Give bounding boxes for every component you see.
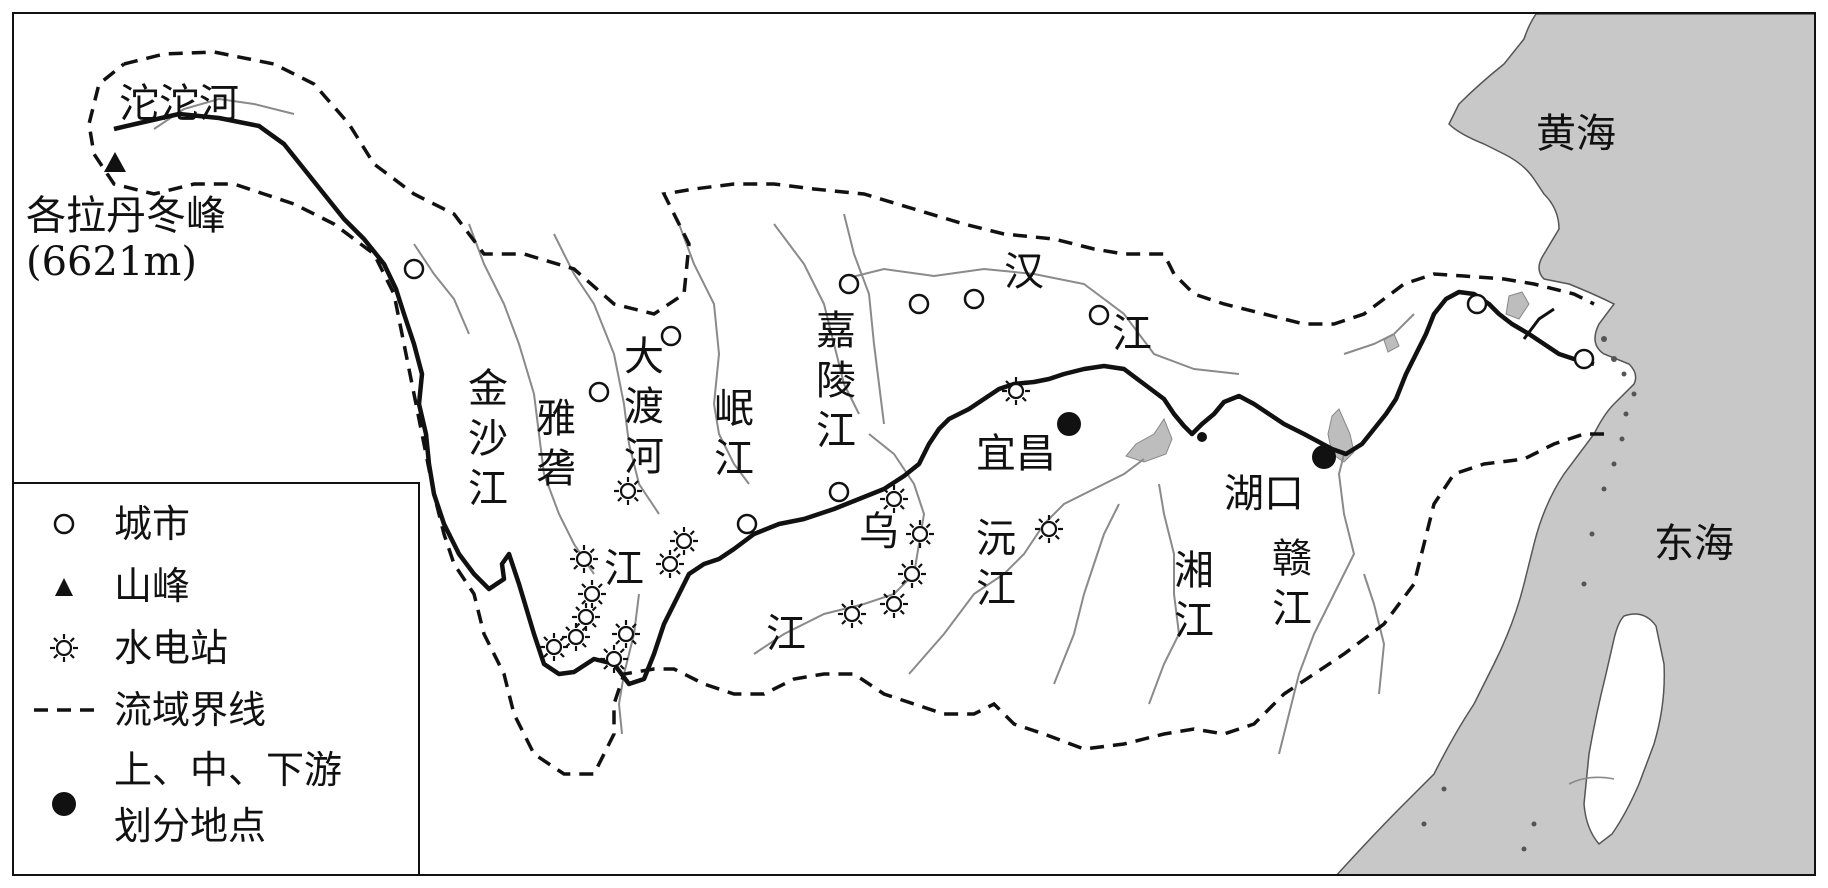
- map-frame: 沱沱河 各拉丹冬峰 (6621m) 金沙江 雅砻 江 大渡河 岷江 嘉陵江 汉 …: [12, 12, 1816, 876]
- legend-label-line1: 上、中、下游: [114, 748, 343, 792]
- city-marker: [1466, 293, 1488, 315]
- label-yuan-river: 沅江: [976, 516, 1016, 612]
- yangtze-mainstream: [113, 111, 1595, 687]
- label-han-river-han: 汉: [1004, 249, 1044, 295]
- label-east-sea: 东海: [1654, 521, 1734, 567]
- city-marker: [660, 325, 682, 347]
- label-source-peak-name: 各拉丹冬峰: [26, 193, 226, 239]
- label-yalong-river-jiang: 江: [604, 546, 644, 592]
- legend-label: 水电站: [114, 626, 229, 670]
- dashed-line-icon: [34, 708, 100, 712]
- legend: 城市 山峰 水电站 流域界线 上、中、下游 划分地点: [14, 482, 420, 874]
- yalong-river: [468, 223, 595, 575]
- division-point-hukou: [1312, 445, 1336, 469]
- dadu-river: [553, 233, 660, 515]
- filled-dot-icon: [52, 792, 76, 816]
- basin-boundary: [87, 50, 1604, 776]
- map-canvas: [87, 14, 1814, 874]
- label-min-river: 岷江: [714, 386, 754, 482]
- label-jialing-river: 嘉陵江: [816, 308, 856, 454]
- label-wu-river-jiang: 江: [766, 611, 806, 657]
- city-marker: [1573, 348, 1595, 370]
- label-hukou: 湖口: [1224, 471, 1304, 517]
- legend-label: 山峰: [114, 564, 191, 608]
- city-marker: [736, 513, 758, 535]
- triangle-icon: [55, 578, 73, 596]
- label-jinsha-river: 金沙江: [468, 366, 508, 512]
- label-tuotuo-river: 沱沱河: [119, 81, 239, 127]
- city-marker: [403, 258, 425, 280]
- legend-item-city: 城市: [14, 498, 414, 550]
- legend-item-boundary: 流域界线: [14, 684, 414, 736]
- legend-label: 流域界线: [114, 688, 267, 732]
- label-yichang: 宜昌: [976, 431, 1056, 477]
- label-wu-river-wu: 乌: [859, 509, 899, 555]
- city-marker: [838, 273, 860, 295]
- yuan-river: [908, 458, 1145, 675]
- hydropower-icon: [48, 632, 80, 664]
- jialing-river: [843, 213, 885, 425]
- min-river: [678, 223, 750, 485]
- legend-label-line2: 划分地点: [114, 804, 267, 848]
- label-dadu-river: 大渡河: [624, 334, 664, 480]
- label-han-river-jiang: 江: [1112, 311, 1152, 357]
- label-yalong-river: 雅砻: [536, 396, 576, 492]
- city-marker: [828, 481, 850, 503]
- legend-item-peak: 山峰: [14, 560, 414, 612]
- label-gan-river: 赣江: [1272, 536, 1312, 632]
- taihu-lake: [1505, 291, 1530, 320]
- city-marker: [963, 288, 985, 310]
- xiang-river: [1148, 483, 1181, 705]
- gan-river: [1278, 453, 1356, 755]
- legend-item-division-point: 上、中、下游 划分地点: [14, 746, 414, 866]
- legend-label: 城市: [114, 502, 191, 546]
- legend-item-hydropower: 水电站: [14, 622, 414, 674]
- circle-icon: [53, 513, 75, 535]
- label-xiang-river: 湘江: [1174, 548, 1214, 644]
- city-marker: [588, 381, 610, 403]
- taiwan-island: [1583, 613, 1666, 846]
- city-marker: [908, 293, 930, 315]
- city-marker: [1088, 304, 1110, 326]
- division-point-yichang: [1057, 412, 1081, 436]
- sea-area: [1336, 14, 1814, 874]
- label-yellow-sea: 黄海: [1536, 111, 1616, 157]
- dongting-lake: [1125, 417, 1173, 463]
- han-river: [843, 267, 1240, 375]
- source-peak-triangle: [104, 152, 126, 172]
- label-source-peak-elevation: (6621m): [26, 239, 197, 285]
